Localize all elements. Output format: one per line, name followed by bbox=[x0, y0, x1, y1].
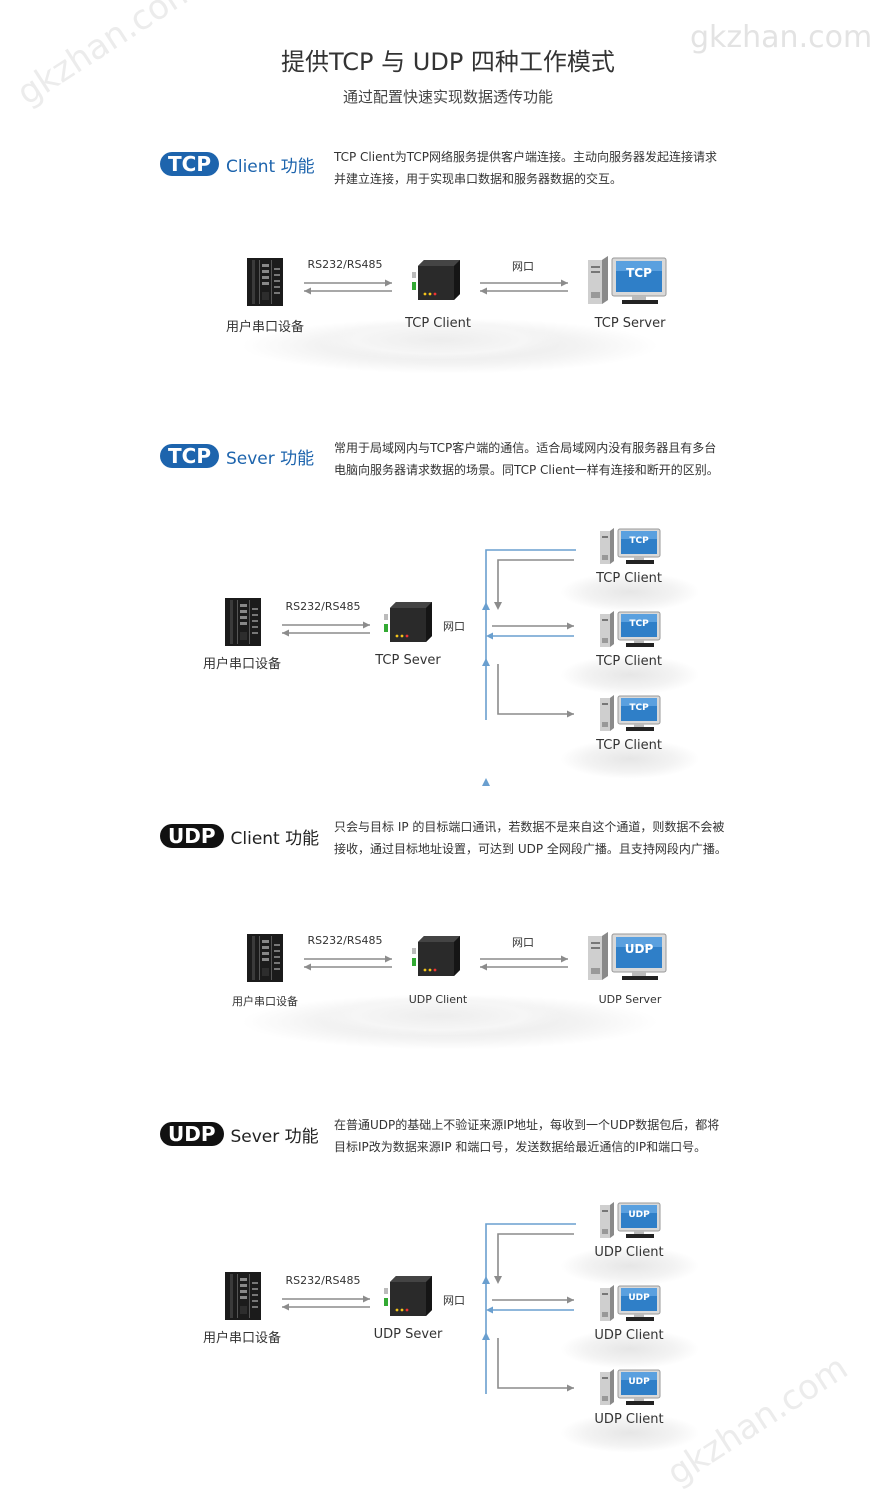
section-title-tcp-client: TCP Client 功能 bbox=[160, 150, 315, 178]
fanout-arrows-icon bbox=[482, 549, 576, 786]
module-label: TCP Sever bbox=[375, 653, 441, 668]
device-label: 用户串口设备 bbox=[232, 995, 298, 1008]
serial-device-icon bbox=[247, 258, 283, 306]
page-subtitle: 通过配置快速实现数据透传功能 bbox=[342, 88, 553, 106]
client-label: UDP Client bbox=[594, 1328, 664, 1343]
platform-glow bbox=[560, 572, 700, 612]
client-label: UDP Client bbox=[594, 1245, 664, 1260]
module-label: TCP Client bbox=[405, 316, 471, 331]
bidirectional-arrow-icon bbox=[304, 279, 392, 295]
description-line: 电脑向服务器请求数据的场景。同TCP Client一样有连接和断开的区别。 bbox=[334, 463, 719, 477]
server-computer-icon: UDP bbox=[588, 932, 668, 980]
section-badge: TCP bbox=[160, 444, 219, 468]
server-label: TCP Server bbox=[594, 316, 666, 331]
screen-label: UDP bbox=[628, 1377, 650, 1387]
client-computer-icon: UDP bbox=[600, 1285, 662, 1321]
section-title-udp-client: UDP Client 功能 bbox=[160, 822, 319, 850]
section-badge: TCP bbox=[160, 152, 219, 176]
section-title-udp-sever: UDP Sever 功能 bbox=[160, 1120, 319, 1148]
client-computer-icon: UDP bbox=[600, 1369, 662, 1405]
page-title: 提供TCP 与 UDP 四种工作模式 bbox=[281, 48, 615, 76]
client-label: TCP Client bbox=[596, 571, 662, 586]
client-computer-icon: UDP bbox=[600, 1202, 662, 1238]
module-label: UDP Client bbox=[408, 993, 468, 1006]
section-name: Sever 功能 bbox=[230, 1126, 319, 1147]
device-label: 用户串口设备 bbox=[225, 320, 304, 335]
client-computer-icon: TCP bbox=[600, 611, 662, 647]
serial-link-label: RS232/RS485 bbox=[285, 1274, 361, 1287]
section-name: Sever 功能 bbox=[225, 448, 315, 469]
serial-device-icon bbox=[225, 1272, 261, 1320]
net-link-label: 网口 bbox=[512, 936, 534, 949]
screen-label: UDP bbox=[628, 1293, 650, 1303]
converter-module-icon bbox=[412, 936, 460, 976]
bidirectional-arrow-icon bbox=[480, 955, 568, 971]
server-computer-icon: TCP bbox=[588, 256, 668, 304]
section-description: 只会与目标 IP 的目标端口通讯，若数据不是来自这个通道，则数据不会被 接收，通… bbox=[334, 816, 754, 860]
platform-glow bbox=[560, 1413, 700, 1453]
serial-device-icon bbox=[225, 598, 261, 646]
fanout-arrows-icon bbox=[482, 1223, 576, 1394]
platform-glow bbox=[320, 996, 560, 1036]
server-label: UDP Server bbox=[598, 993, 662, 1006]
platform-glow bbox=[320, 320, 560, 360]
serial-link-label: RS232/RS485 bbox=[307, 258, 383, 271]
screen-label: TCP bbox=[629, 536, 649, 546]
module-label: UDP Sever bbox=[373, 1327, 443, 1342]
description-line: 并建立连接，用于实现串口数据和服务器数据的交互。 bbox=[334, 172, 623, 186]
section-name: Client 功能 bbox=[225, 156, 315, 177]
converter-module-icon bbox=[412, 260, 460, 300]
section-badge: UDP bbox=[160, 824, 224, 848]
description-line: 常用于局域网内与TCP客户端的通信。适合局域网内没有服务器且有多台 bbox=[334, 441, 717, 455]
device-label: 用户串口设备 bbox=[202, 1331, 281, 1346]
client-computer-icon: TCP bbox=[600, 695, 662, 731]
section-description: 常用于局域网内与TCP客户端的通信。适合局域网内没有服务器且有多台 电脑向服务器… bbox=[334, 437, 754, 481]
description-line: 目标IP改为数据来源IP 和端口号，发送数据给最近通信的IP和端口号。 bbox=[334, 1140, 707, 1154]
converter-module-icon bbox=[384, 1276, 432, 1316]
section-description: TCP Client为TCP网络服务提供客户端连接。主动向服务器发起连接请求 并… bbox=[334, 146, 754, 190]
section-description: 在普通UDP的基础上不验证来源IP地址，每收到一个UDP数据包后，都将 目标IP… bbox=[334, 1114, 754, 1158]
screen-label: TCP bbox=[629, 703, 649, 713]
device-label: 用户串口设备 bbox=[202, 657, 281, 672]
platform-glow bbox=[560, 1246, 700, 1286]
bidirectional-arrow-icon bbox=[282, 621, 370, 637]
screen-label: TCP bbox=[626, 266, 652, 280]
platform-glow bbox=[560, 655, 700, 695]
platform-glow bbox=[560, 739, 700, 779]
section-title-tcp-sever: TCP Sever 功能 bbox=[160, 442, 314, 470]
client-label: TCP Client bbox=[596, 654, 662, 669]
client-label: TCP Client bbox=[596, 738, 662, 753]
converter-module-icon bbox=[384, 602, 432, 642]
net-link-label: 网口 bbox=[512, 260, 534, 273]
serial-device-icon bbox=[247, 934, 283, 982]
serial-link-label: RS232/RS485 bbox=[307, 934, 383, 947]
screen-label: UDP bbox=[628, 1210, 650, 1220]
platform-glow bbox=[560, 1329, 700, 1369]
net-link-label: 网口 bbox=[443, 1294, 465, 1307]
bidirectional-arrow-icon bbox=[480, 279, 568, 295]
bidirectional-arrow-icon bbox=[304, 955, 392, 971]
watermark-diagonal-bottom: gkzhan.com bbox=[660, 1347, 855, 1494]
screen-label: TCP bbox=[629, 619, 649, 629]
screen-label: UDP bbox=[624, 942, 654, 956]
description-line: 在普通UDP的基础上不验证来源IP地址，每收到一个UDP数据包后，都将 bbox=[334, 1118, 720, 1132]
client-computer-icon: TCP bbox=[600, 528, 662, 564]
section-badge: UDP bbox=[160, 1122, 224, 1146]
description-line: 接收，通过目标地址设置，可达到 UDP 全网段广播。且支持网段内广播。 bbox=[334, 842, 727, 856]
bidirectional-arrow-icon bbox=[282, 1295, 370, 1311]
description-line: 只会与目标 IP 的目标端口通讯，若数据不是来自这个通道，则数据不会被 bbox=[334, 820, 725, 834]
section-name: Client 功能 bbox=[230, 828, 320, 849]
net-link-label: 网口 bbox=[443, 620, 465, 633]
client-label: UDP Client bbox=[594, 1412, 664, 1427]
serial-link-label: RS232/RS485 bbox=[285, 600, 361, 613]
watermark-top-right: gkzhan.com bbox=[690, 20, 873, 55]
description-line: TCP Client为TCP网络服务提供客户端连接。主动向服务器发起连接请求 bbox=[334, 150, 718, 164]
